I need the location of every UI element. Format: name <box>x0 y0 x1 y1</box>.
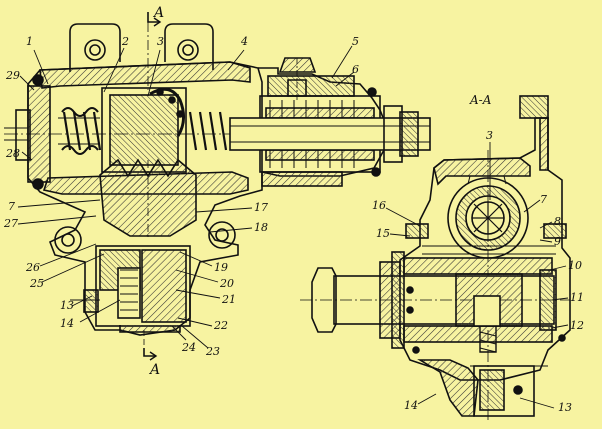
label-14-main: 14 <box>60 317 74 330</box>
label-22: 22 <box>214 319 228 332</box>
screw-thread <box>61 107 99 155</box>
main-view <box>4 12 431 361</box>
top-mount-left <box>69 23 121 72</box>
label-7-section: 7 <box>540 193 547 206</box>
section-marker-bottom: A <box>150 362 161 378</box>
input-shaft <box>229 117 431 151</box>
label-21: 21 <box>222 293 236 306</box>
side-plug <box>83 289 99 313</box>
leaders-section <box>385 142 569 409</box>
label-3-section: 3 <box>486 129 493 142</box>
label-23: 23 <box>206 345 220 358</box>
label-28: 28 <box>6 147 20 160</box>
shaft-spline <box>311 267 337 333</box>
housing-wall-top <box>39 61 251 89</box>
label-20: 20 <box>220 277 234 290</box>
top-mount-right <box>164 23 214 70</box>
section-view <box>300 95 571 420</box>
label-6: 6 <box>352 63 359 76</box>
label-13-main: 13 <box>60 299 74 312</box>
label-25: 25 <box>30 277 44 290</box>
label-8: 8 <box>554 215 561 228</box>
label-18: 18 <box>254 221 268 234</box>
label-15: 15 <box>376 227 390 240</box>
top-mount-hole-left <box>84 39 106 61</box>
label-5: 5 <box>352 35 359 48</box>
label-1: 1 <box>26 35 33 48</box>
top-mount-hole-right <box>177 39 199 61</box>
label-19: 19 <box>214 261 228 274</box>
label-7: 7 <box>8 200 15 213</box>
label-24: 24 <box>182 341 196 354</box>
label-17: 17 <box>254 201 268 214</box>
leaders-main <box>17 45 355 349</box>
label-27: 27 <box>4 217 18 230</box>
valve-body <box>258 67 385 177</box>
label-9: 9 <box>554 235 561 248</box>
label-10: 10 <box>568 259 582 272</box>
label-2: 2 <box>122 35 129 48</box>
label-3: 3 <box>157 35 164 48</box>
section-view-title: A-A <box>470 93 492 107</box>
bottom-mount-left <box>54 226 82 254</box>
label-12: 12 <box>570 319 584 332</box>
shaft-nut <box>399 111 419 157</box>
label-11: 11 <box>570 291 584 304</box>
bottom-mount-right <box>208 221 236 249</box>
label-13-section: 13 <box>558 401 572 414</box>
label-26: 26 <box>26 261 40 274</box>
label-14-section: 14 <box>404 399 418 412</box>
adjusting-screw <box>479 326 497 353</box>
section-bottom-valve <box>417 359 479 417</box>
section-marker-top: A <box>154 5 165 21</box>
worm-spiral <box>62 111 228 151</box>
label-4: 4 <box>241 35 248 48</box>
section-line-bottom <box>143 348 156 357</box>
label-16: 16 <box>372 199 386 212</box>
label-29: 29 <box>6 69 20 82</box>
top-adjuster <box>278 57 317 73</box>
